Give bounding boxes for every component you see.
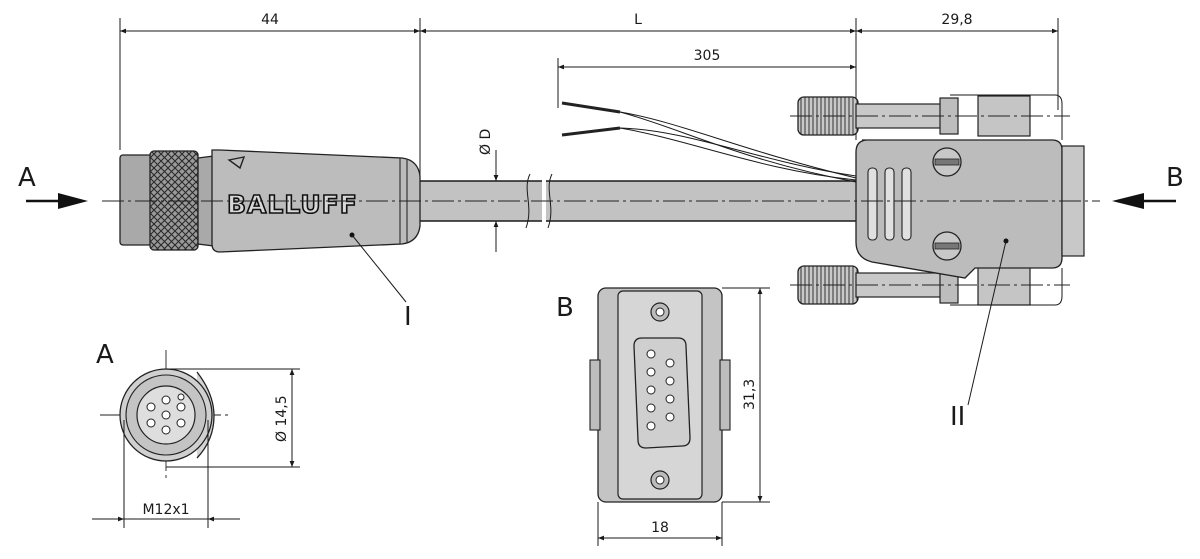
dimension-cable-length: L	[420, 12, 857, 140]
dim-l-label: L	[634, 12, 642, 28]
dim-14-5-label: Ø 14,5	[274, 395, 290, 442]
dim-m12x1-label: M12x1	[142, 502, 189, 518]
view-arrow-b: B	[1112, 163, 1184, 209]
view-a-label: A	[18, 163, 36, 193]
mounting-hole-bottom	[650, 470, 670, 490]
dsub-9-pin-shell	[633, 337, 691, 449]
stripped-wires	[561, 101, 857, 183]
dim-44-label: 44	[261, 12, 279, 28]
dimension-connector-length: 44	[119, 12, 421, 180]
detail-a-label: A	[96, 340, 114, 370]
view-b-label: B	[1166, 163, 1184, 193]
dimension-dsub-depth: 29,8	[856, 12, 1059, 110]
coding-triangle-icon	[227, 156, 246, 170]
detail-view-b: B 31,3 18	[556, 287, 770, 546]
knurled-nut	[149, 150, 199, 251]
connector-front	[119, 154, 153, 246]
balluff-logo: BALLUFF	[227, 190, 358, 219]
view-arrow-a: A	[18, 163, 88, 209]
leader-part-two: II	[950, 238, 1009, 432]
dim-18-label: 18	[651, 520, 669, 536]
dim-diameter-d-label: Ø D	[478, 129, 494, 155]
housing-screw-top	[932, 147, 962, 177]
cable: Ø D	[418, 129, 860, 252]
centerlines	[102, 115, 1100, 286]
dim-305-label: 305	[694, 48, 721, 64]
part-one-label: I	[404, 302, 412, 332]
dimension-wire-length: 305	[557, 48, 856, 108]
detail-view-a: A Ø 14,5 M12x1	[92, 340, 300, 528]
detail-b-label: B	[556, 293, 574, 323]
dim-31-3-label: 31,3	[742, 379, 758, 410]
mounting-hole-top	[650, 302, 670, 322]
cable-break-mark	[525, 173, 531, 229]
dim-29-8-label: 29,8	[941, 12, 972, 28]
part-two-label: II	[950, 402, 965, 432]
housing-screw-bottom	[932, 231, 962, 261]
leader-part-one: I	[349, 232, 412, 332]
